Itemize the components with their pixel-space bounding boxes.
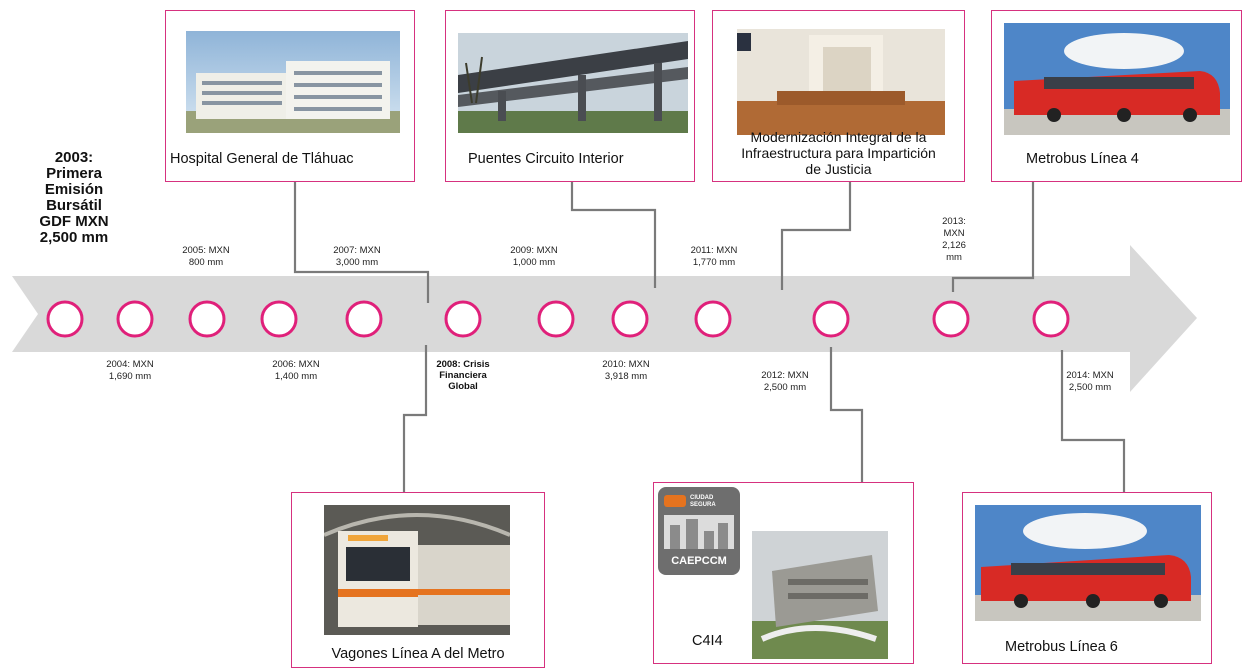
hospital-photo xyxy=(186,31,400,133)
camera-icon xyxy=(664,495,686,507)
puentes-photo xyxy=(458,33,688,133)
hospital-caption: Hospital General de Tláhuac xyxy=(170,151,354,167)
milestone-marker xyxy=(345,300,383,338)
project-card-c4i4: CIUDAD SEGURA CAEPCCM C4I4 xyxy=(653,482,914,664)
crisis-2008-label: 2008: Crisis Financiera Global xyxy=(436,359,490,392)
puentes-caption: Puentes Circuito Interior xyxy=(468,151,624,167)
first-issue-line: 2,500 mm xyxy=(39,229,109,246)
milestone-marker xyxy=(611,300,649,338)
project-card-justicia: Modernización Integral de la Infraestruc… xyxy=(712,10,965,182)
milestone-marker xyxy=(537,300,575,338)
milestone-marker xyxy=(260,300,298,338)
connector-vagones xyxy=(402,345,428,492)
project-card-vagones: Vagones Línea A del Metro xyxy=(291,492,545,668)
milestone-markers xyxy=(46,300,1070,338)
first-issue-line: GDF MXN xyxy=(39,213,109,230)
connector-justicia xyxy=(780,182,852,290)
connector-c4i4 xyxy=(829,347,864,482)
skyline-icon xyxy=(664,515,734,549)
caepccm-logo: CIUDAD SEGURA CAEPCCM xyxy=(658,487,740,575)
milestone-marker xyxy=(188,300,226,338)
milestone-marker xyxy=(1032,300,1070,338)
justicia-photo xyxy=(737,29,945,135)
milestone-marker xyxy=(694,300,732,338)
metrobus-4-photo xyxy=(1004,23,1230,135)
justicia-caption: Modernización Integral de la Infraestruc… xyxy=(741,129,936,177)
first-issue-line: 2003: xyxy=(54,149,94,166)
connector-hospital xyxy=(293,182,430,303)
connector-metrobus6 xyxy=(1060,350,1126,492)
project-card-metrobus-4: Metrobus Línea 4 xyxy=(991,10,1242,182)
c4i4-caption: C4I4 xyxy=(692,633,723,649)
first-issue-line: Primera xyxy=(46,165,102,182)
metrobus-6-photo xyxy=(975,505,1201,621)
milestone-marker xyxy=(116,300,154,338)
connector-metrobus4 xyxy=(951,182,1035,292)
project-card-puentes: Puentes Circuito Interior xyxy=(445,10,695,182)
metrobus-4-caption: Metrobus Línea 4 xyxy=(1026,151,1139,167)
connector-lines xyxy=(293,182,1126,492)
project-card-metrobus-6: Metrobus Línea 6 xyxy=(962,492,1212,664)
milestone-marker xyxy=(46,300,84,338)
milestone-marker xyxy=(932,300,970,338)
milestone-marker xyxy=(444,300,482,338)
vagones-photo xyxy=(324,505,510,635)
first-issue-label: 2003: Primera Emisión Bursátil GDF MXN 2… xyxy=(34,150,114,246)
first-issue-line: Bursátil xyxy=(46,197,102,214)
timeline-arrow xyxy=(12,245,1197,392)
first-issue-line: Emisión xyxy=(44,181,104,198)
milestone-marker xyxy=(812,300,850,338)
vagones-caption: Vagones Línea A del Metro xyxy=(331,646,505,662)
connector-puentes xyxy=(570,182,657,288)
project-card-hospital: Hospital General de Tláhuac xyxy=(165,10,415,182)
c4i4-photo xyxy=(752,531,888,659)
metrobus-6-caption: Metrobus Línea 6 xyxy=(1005,639,1118,655)
